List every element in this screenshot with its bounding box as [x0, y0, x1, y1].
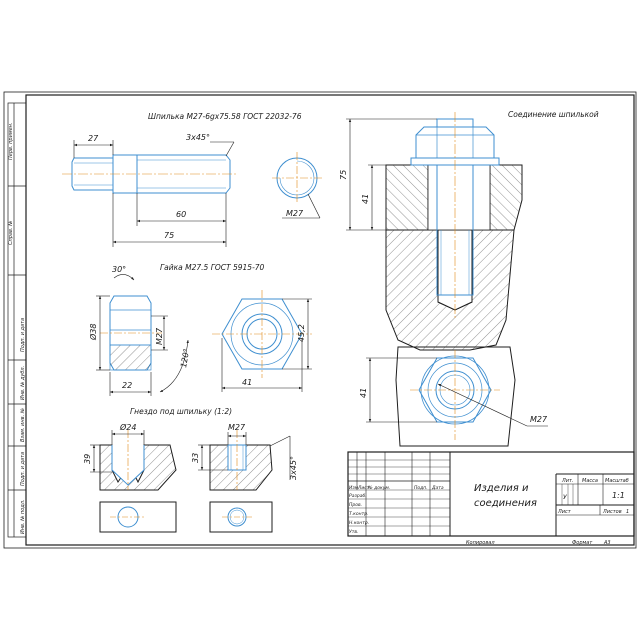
tb-format: Формат: [572, 540, 593, 546]
nut-dim-452: 45,2: [297, 324, 306, 342]
stud-title: Шпилька М27-6gх75.58 ГОСТ 22032-76: [148, 112, 302, 121]
title-block: [347, 451, 635, 537]
nut-dim-m27: М27: [155, 327, 164, 345]
tb-copied: Копировал: [466, 540, 495, 546]
strip-label-b: Справ. №: [8, 221, 14, 245]
socket-2-dimensions: [198, 432, 291, 480]
socket-dim-39: 39: [83, 454, 92, 464]
stud-dimensions: [73, 140, 235, 247]
strip-label-c: Подп. и дата: [20, 318, 26, 352]
tb-r-nkontr: Н.контр.: [349, 520, 369, 526]
tb-lit-val: У: [563, 494, 567, 501]
joint-dim-m27: М27: [530, 415, 548, 424]
title-block-text: Изм Лист № докум. Подп. Дата Разраб. Про…: [349, 478, 629, 546]
stud-dim-60: 60: [176, 210, 186, 219]
nut-section-view: [100, 295, 162, 371]
side-strip: [7, 102, 27, 538]
joint-section-view: [385, 112, 523, 351]
socket-dim-m27: М27: [228, 423, 246, 432]
tb-r-razrab: Разраб.: [349, 493, 367, 499]
tb-format-val: А3: [603, 540, 611, 546]
joint-dim-41: 41: [361, 194, 370, 204]
tb-hdr-podp: Подп.: [414, 485, 428, 491]
joint-plan-dimensions: [366, 357, 548, 427]
strip-label-e: Взам. инв. №: [20, 408, 26, 442]
stud-dim-chamfer: 3х45°: [186, 133, 210, 142]
tb-massa: Масса: [582, 478, 598, 484]
nut-dim-22: 22: [122, 381, 132, 390]
tb-scale-val: 1:1: [612, 491, 625, 500]
strip-label-a: Перв. примен.: [8, 122, 14, 160]
strip-label-d: Инв. № дубл.: [20, 366, 26, 400]
stud-side-view: [62, 154, 238, 194]
nut-plan-dimensions: [221, 298, 312, 392]
tb-sheet-label: Лист: [557, 509, 572, 515]
strip-label-f: Подп. и дата: [20, 452, 26, 486]
nut-section-dimensions: [96, 274, 189, 396]
tb-r-tkontr: Т.контр.: [349, 511, 369, 517]
joint-plan-view: [395, 346, 516, 447]
socket-section-1: [99, 430, 177, 533]
tb-r-prov: Пров.: [349, 502, 362, 508]
stud-dim-75: 75: [164, 231, 174, 240]
socket-dim-d24: Ø24: [119, 422, 136, 432]
tb-hdr-ndoc: № докум.: [367, 485, 390, 491]
nut-dim-41: 41: [242, 378, 252, 387]
tb-name-line1: Изделия и: [474, 483, 529, 494]
joint-title: Соединение шпилькой: [508, 110, 599, 119]
nut-dim-120: 120°: [179, 348, 191, 369]
tb-sheets-label: Листов: [602, 509, 622, 515]
tb-name-line2: соединения: [474, 498, 537, 509]
nut-dim-30: 30°: [112, 265, 126, 274]
socket-1-dimensions: [90, 430, 145, 473]
stud-dim-27: 27: [88, 134, 99, 143]
tb-r-utv: Утв.: [349, 529, 358, 535]
socket-dim-33: 33: [191, 453, 200, 463]
joint-section-dimensions: [346, 118, 437, 231]
tb-hdr-data: Дата: [431, 485, 444, 491]
joint-dim-41-plan: 41: [359, 388, 368, 398]
tb-hdr-list: Лист: [357, 485, 370, 491]
outer-frame: [3, 91, 637, 549]
tb-sheets-val: 1: [626, 509, 629, 515]
side-strip-labels: Перв. примен. Справ. № Подп. и дата Инв.…: [8, 122, 26, 534]
socket-dim-chamfer: 3х45°: [289, 456, 298, 480]
stud-end-label: М27: [286, 209, 304, 218]
tb-hdr-izm: Изм: [349, 485, 359, 491]
nut-title: Гайка М27.5 ГОСТ 5915-70: [160, 263, 265, 272]
inner-frame: [25, 94, 635, 546]
strip-label-g: Инв. № подл.: [20, 500, 26, 535]
socket-section-2: [209, 430, 273, 533]
socket-title: Гнездо под шпильку (1:2): [130, 407, 232, 416]
tb-masshtab: Масштаб: [605, 478, 629, 484]
stud-end-view: [272, 152, 322, 219]
joint-dim-75: 75: [339, 170, 348, 180]
tb-lit: Лит.: [561, 478, 574, 484]
nut-dim-d38: Ø38: [88, 324, 98, 341]
